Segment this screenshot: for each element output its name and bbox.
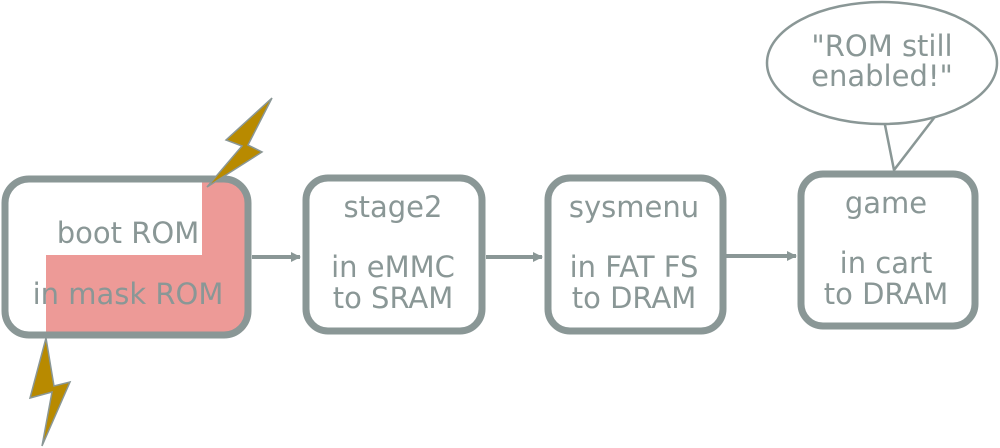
node-game: game in cart to DRAM xyxy=(797,170,979,330)
game-box xyxy=(797,170,979,330)
sysmenu-target: to DRAM xyxy=(572,281,697,315)
boot-rom-location: in mask ROM xyxy=(33,277,224,311)
boot-rom-highlight xyxy=(46,182,248,334)
stage2-source: in eMMC xyxy=(331,250,455,284)
sysmenu-box xyxy=(544,174,727,335)
node-boot-rom: boot ROM in mask ROM xyxy=(1,175,252,339)
game-target: to DRAM xyxy=(824,277,949,311)
callout-line-2: enabled!" xyxy=(811,59,953,93)
game-label: game xyxy=(845,186,927,220)
stage2-target: to SRAM xyxy=(333,281,454,315)
node-sysmenu: sysmenu in FAT FS to DRAM xyxy=(544,174,727,335)
node-stage2: stage2 in eMMC to SRAM xyxy=(302,174,486,335)
lightning-bolt-icon xyxy=(206,97,273,188)
boot-rom-box xyxy=(1,175,252,339)
stage2-box xyxy=(302,174,486,335)
game-source: in cart xyxy=(840,246,933,280)
speech-bubble-ellipse xyxy=(765,0,999,126)
boot-rom-label: boot ROM xyxy=(57,216,199,250)
stage2-label: stage2 xyxy=(344,190,443,224)
speech-bubble: "ROM still enabled!" xyxy=(765,0,999,173)
callout-line-1: "ROM still xyxy=(811,29,952,63)
sysmenu-source: in FAT FS xyxy=(570,250,699,284)
speech-bubble-tail xyxy=(882,117,935,173)
sysmenu-label: sysmenu xyxy=(569,190,699,224)
lightning-bolt-icon xyxy=(28,337,72,447)
